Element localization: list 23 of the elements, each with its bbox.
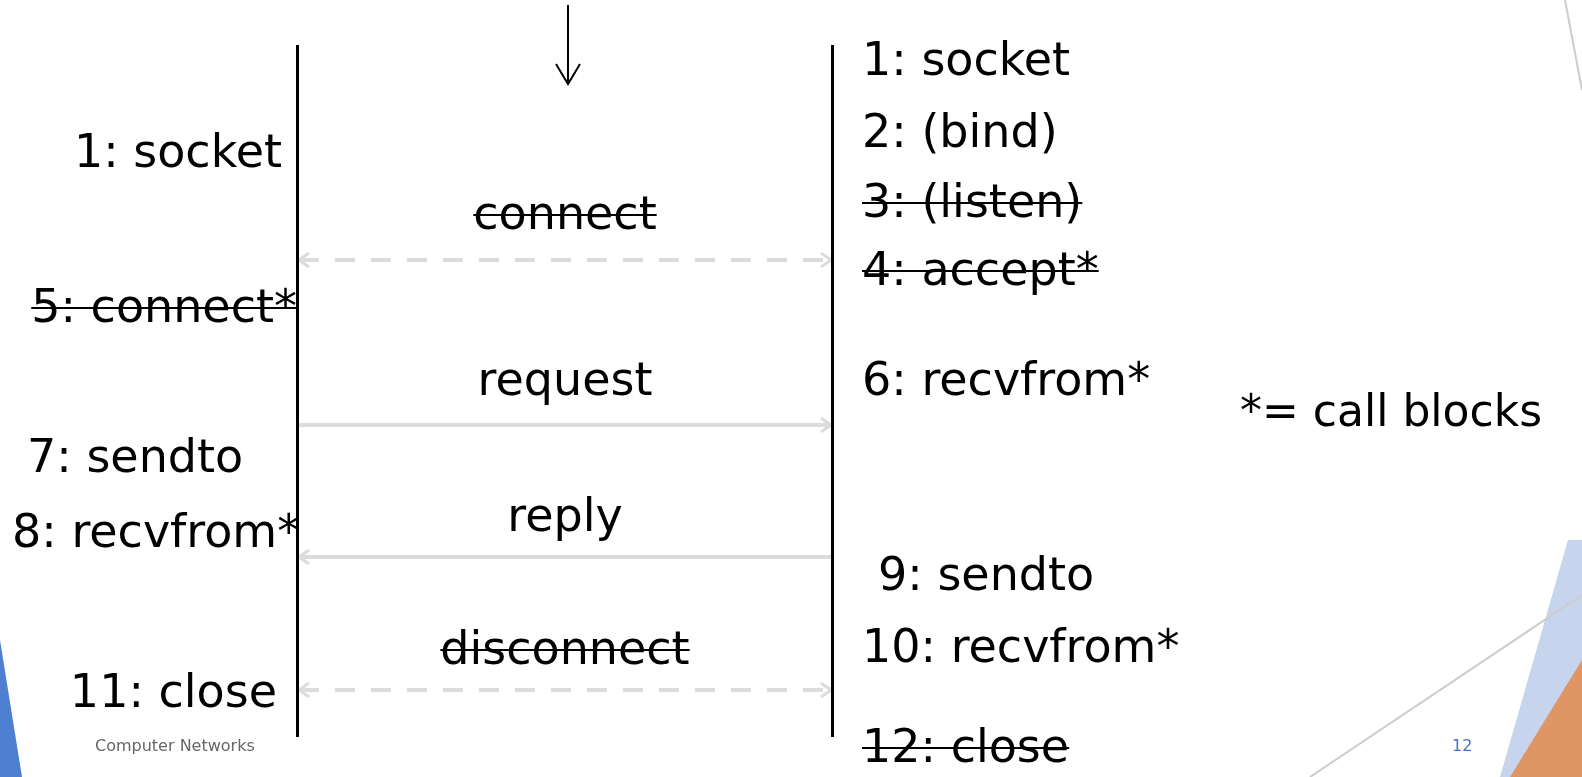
lifeline [296,45,299,737]
step-label: 10: recvfrom* [862,623,1180,669]
step-label: 3: (listen) [862,178,1083,224]
arrow [297,251,833,269]
step-label: 1: socket [73,128,282,174]
step-label: 12: close [862,723,1070,769]
step-label: 1: socket [862,36,1071,82]
step-label: 2: (bind) [862,108,1058,154]
step-label: 9: sendto [878,551,1095,597]
step-label: 6: recvfrom* [862,356,1151,402]
arrow [297,681,833,699]
arrow [299,416,833,434]
step-label: 11: close [69,668,277,714]
note-text: *= call blocks [1240,389,1543,433]
edge-label: connect [473,190,657,236]
step-label: 7: sendto [27,433,244,479]
page-number: 12 [1452,738,1473,754]
step-label: 8: recvfrom* [12,508,301,554]
edge-label: disconnect [440,625,690,671]
arrow [297,548,831,566]
lifeline [831,45,834,737]
footer-text: Computer Networks [95,738,255,754]
step-label: 5: connect* [31,283,297,329]
